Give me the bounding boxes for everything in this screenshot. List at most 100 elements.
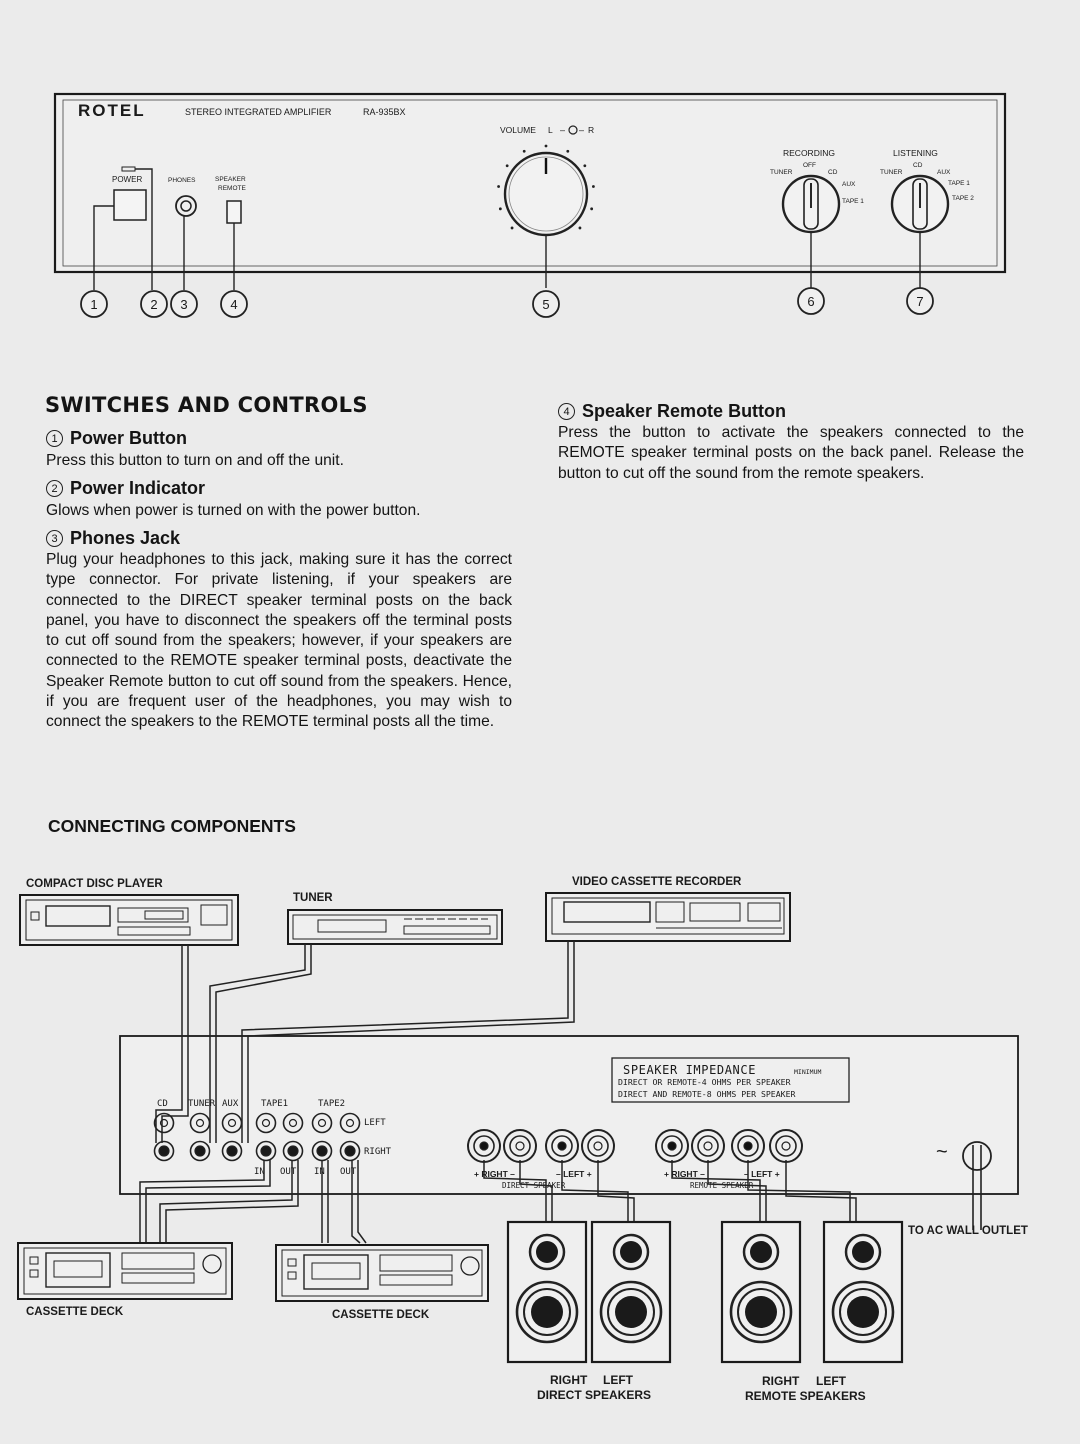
listening-selector-knob[interactable]	[890, 174, 950, 234]
speaker-remote-heading-text: Speaker Remote Button	[582, 401, 787, 421]
rec-pos-off: OFF	[803, 162, 816, 169]
woofer-cone	[531, 1296, 563, 1328]
rca-jack-center	[158, 1145, 170, 1157]
rca-jack-center	[260, 1145, 272, 1157]
terminal-center	[515, 1141, 525, 1151]
svg-text:–: –	[579, 125, 584, 135]
svg-text:MINIMUM: MINIMUM	[794, 1068, 821, 1076]
svg-text:4: 4	[230, 297, 237, 312]
tweeter-cone	[750, 1241, 772, 1263]
cassette-deck-2-label: CASSETTE DECK	[332, 1309, 430, 1321]
speaker-terminal-posts	[467, 1129, 803, 1163]
volume-scale-dot	[522, 149, 526, 153]
tweeter-cone	[536, 1241, 558, 1263]
cassette-deck-2-device	[275, 1244, 489, 1302]
terminal-ring	[551, 1135, 573, 1157]
power-button[interactable]	[113, 189, 147, 221]
volume-scale-dot	[498, 207, 502, 211]
volume-scale-dot	[497, 185, 500, 188]
power-button-heading-text: Power Button	[70, 428, 187, 448]
rca-jack-center	[288, 1118, 298, 1128]
callout-1: 1	[80, 290, 108, 318]
balance-left-label: L	[548, 125, 553, 135]
terminal-center	[743, 1141, 753, 1151]
direct-polarity-right: + RIGHT –	[474, 1169, 515, 1179]
rca-jack-center	[345, 1118, 355, 1128]
rca-jack	[153, 1112, 175, 1134]
model-number: RA-935BX	[363, 107, 406, 117]
svg-text:~: ~	[936, 1141, 948, 1163]
volume-label: VOLUME	[500, 125, 536, 135]
input-label-cd: CD	[157, 1099, 168, 1109]
lis-pos-cd: CD	[913, 162, 923, 169]
source-cables	[155, 941, 575, 1143]
rca-jack-center	[316, 1145, 328, 1157]
direct-polarity-left: – LEFT +	[556, 1169, 592, 1179]
volume-knob[interactable]	[503, 151, 589, 237]
rec-pos-tape1: TAPE 1	[842, 198, 864, 205]
power-indicator-heading: 2 Power Indicator	[46, 478, 205, 499]
phones-jack-heading-text: Phones Jack	[70, 528, 181, 548]
rca-jack	[282, 1112, 304, 1134]
rca-jack-center	[195, 1118, 205, 1128]
callout-7: 7	[906, 287, 934, 315]
remote-polarity-left: – LEFT +	[744, 1169, 780, 1179]
balance-knob-icon	[568, 125, 578, 135]
input-label-aux: AUX	[222, 1099, 239, 1109]
remote-polarity-right: + RIGHT –	[664, 1169, 705, 1179]
volume-scale-dot	[590, 207, 594, 211]
rca-jack-center	[226, 1145, 238, 1157]
terminal-ring	[737, 1135, 759, 1157]
tape-cables	[139, 1160, 367, 1244]
svg-text:SPEAKER IMPEDANCE: SPEAKER IMPEDANCE	[623, 1063, 756, 1077]
volume-scale-dot	[505, 164, 509, 168]
rca-input-jacks	[153, 1112, 361, 1162]
rec-pos-cd: CD	[828, 169, 838, 176]
callout-6: 6	[797, 287, 825, 315]
connecting-section-title: CONNECTING COMPONENTS	[48, 816, 296, 836]
woofer-surround	[839, 1288, 887, 1336]
recording-selector-knob[interactable]	[781, 174, 841, 234]
rca-jack-center	[344, 1145, 356, 1157]
rec-pos-tuner: TUNER	[770, 169, 793, 176]
speaker-label: SPEAKER	[215, 176, 246, 183]
rca-jack-center	[227, 1118, 237, 1128]
terminal-center	[593, 1141, 603, 1151]
remote-left-label: LEFT	[816, 1374, 847, 1388]
listening-title: LISTENING	[893, 148, 938, 158]
rca-jack	[339, 1112, 361, 1134]
lis-pos-tuner: TUNER	[880, 169, 903, 176]
terminal-ring	[473, 1135, 495, 1157]
remote-label: REMOTE	[218, 185, 246, 192]
remote-terminals-label: REMOTE SPEAKER	[690, 1181, 754, 1190]
input-label-tuner: TUNER	[188, 1099, 216, 1109]
cd-player-device	[19, 894, 239, 946]
rca-jack-center	[317, 1118, 327, 1128]
terminal-center	[667, 1141, 677, 1151]
power-indicator-desc: Glows when power is turned on with the p…	[46, 502, 421, 519]
channel-right-label: RIGHT	[364, 1147, 392, 1157]
remote-speakers-label: REMOTE SPEAKERS	[745, 1389, 866, 1403]
item-number-2: 2	[46, 480, 63, 497]
phones-jack[interactable]	[175, 195, 197, 217]
svg-text:DIRECT OR REMOTE-4 OHMS PER SP: DIRECT OR REMOTE-4 OHMS PER SPEAKER	[618, 1077, 791, 1087]
rca-jack	[189, 1112, 211, 1134]
rca-jack-center	[194, 1145, 206, 1157]
woofer-cone	[615, 1296, 647, 1328]
phones-jack-heading: 3 Phones Jack	[46, 528, 180, 549]
callout-leader-lines	[93, 168, 921, 290]
rca-jack-center	[261, 1118, 271, 1128]
woofer-surround	[607, 1288, 655, 1336]
terminal-center	[781, 1141, 791, 1151]
speaker-remote-button[interactable]	[226, 200, 242, 224]
tape1-out-label: OUT	[280, 1167, 297, 1177]
volume-scale-dot	[592, 185, 595, 188]
terminal-ring	[509, 1135, 531, 1157]
power-indicator-heading-text: Power Indicator	[70, 478, 206, 498]
model-title: STEREO INTEGRATED AMPLIFIER	[185, 107, 332, 117]
woofer-cone	[745, 1296, 777, 1328]
ac-power-cord: ~	[936, 1141, 992, 1230]
power-button-heading: 1 Power Button	[46, 428, 187, 449]
cassette-deck-1-label: CASSETTE DECK	[26, 1306, 124, 1318]
svg-text:6: 6	[807, 294, 814, 309]
